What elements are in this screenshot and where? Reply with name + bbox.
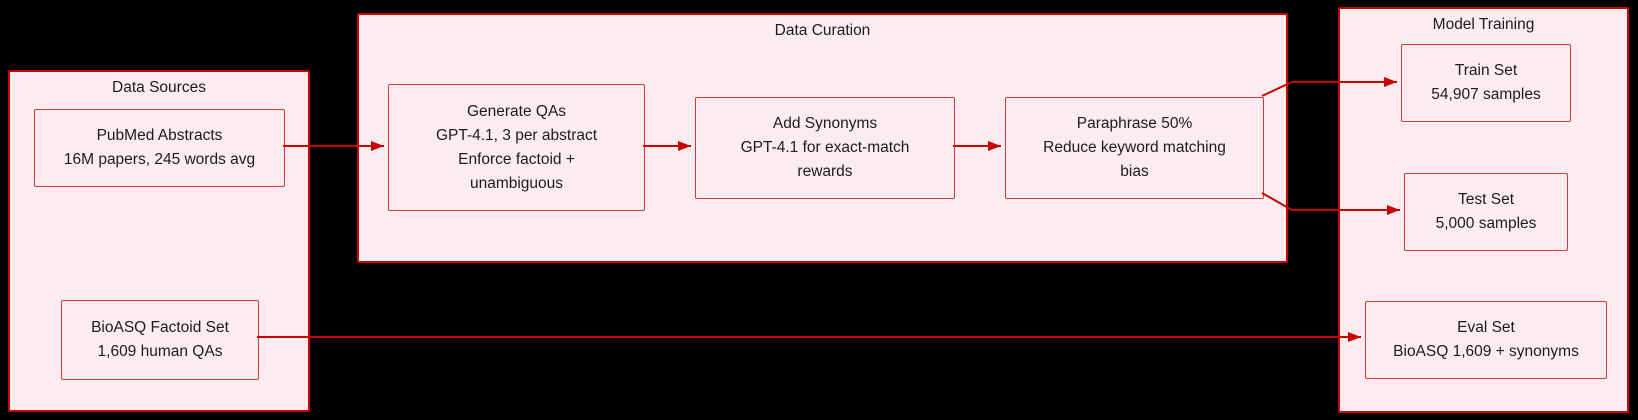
node-paraphrase: Paraphrase 50% Reduce keyword matching b… (1005, 97, 1264, 199)
node-pubmed-abstracts: PubMed Abstracts 16M papers, 245 words a… (34, 109, 285, 187)
group-title-model-training: Model Training (1432, 16, 1535, 33)
node-line: Eval Set (1457, 319, 1515, 336)
node-line: 54,907 samples (1431, 86, 1541, 103)
node-line: Test Set (1458, 191, 1514, 208)
node-line: PubMed Abstracts (96, 127, 223, 144)
group-data-sources: Data Sources PubMed Abstracts 16M papers… (8, 70, 310, 412)
node-line: BioASQ 1,609 + synonyms (1393, 343, 1579, 360)
node-line: Reduce keyword matching (1043, 139, 1226, 156)
node-bioasq-factoid-set: BioASQ Factoid Set 1,609 human QAs (61, 300, 259, 380)
node-add-synonyms: Add Synonyms GPT-4.1 for exact-match rew… (695, 97, 955, 199)
group-title-data-curation: Data Curation (774, 22, 871, 39)
group-model-training: Model Training Train Set 54,907 samples … (1338, 7, 1629, 413)
node-line: 1,609 human QAs (97, 343, 223, 360)
node-line: 5,000 samples (1435, 215, 1537, 232)
node-line: unambiguous (469, 174, 564, 192)
node-line: Train Set (1454, 62, 1518, 79)
node-generate-qas: Generate QAs GPT-4.1, 3 per abstract Enf… (388, 84, 645, 211)
group-title-data-sources: Data Sources (112, 79, 206, 96)
node-train-set: Train Set 54,907 samples (1401, 44, 1571, 122)
node-line: GPT-4.1, 3 per abstract (435, 126, 598, 144)
node-eval-set: Eval Set BioASQ 1,609 + synonyms (1365, 301, 1607, 379)
node-line: Add Synonyms (772, 115, 878, 132)
node-line: 16M papers, 245 words avg (63, 151, 256, 168)
node-line: Paraphrase 50% (1076, 115, 1193, 132)
node-test-set: Test Set 5,000 samples (1404, 173, 1568, 251)
group-data-curation: Data Curation Generate QAs GPT-4.1, 3 pe… (357, 13, 1288, 263)
node-line: Generate QAs (466, 102, 567, 120)
node-line: Enforce factoid + (458, 150, 575, 168)
node-line: bias (1120, 163, 1149, 180)
node-line: rewards (797, 163, 853, 180)
node-line: GPT-4.1 for exact-match (740, 139, 910, 156)
node-line: BioASQ Factoid Set (91, 319, 229, 336)
